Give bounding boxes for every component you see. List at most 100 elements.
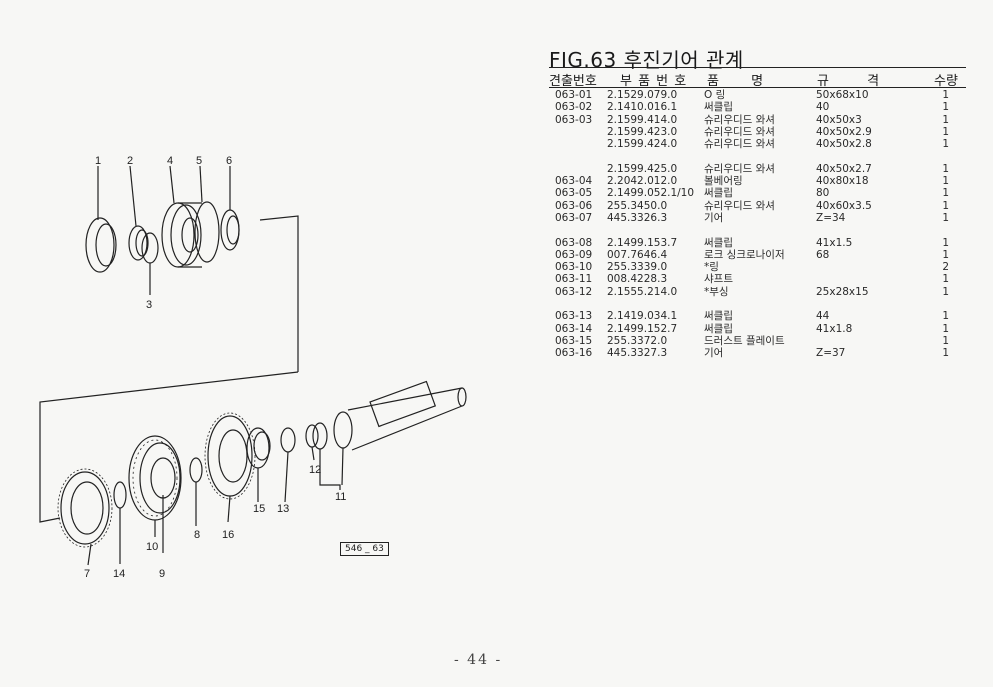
part-name: 써클립 bbox=[704, 322, 733, 335]
part-name: 슈리우디드 와셔 bbox=[704, 125, 775, 138]
callout-11: 11 bbox=[335, 491, 346, 503]
part-name: 슈리우디드 와셔 bbox=[704, 199, 775, 212]
part-number: 255.3372.0 bbox=[607, 334, 668, 347]
part-name: 써클립 bbox=[704, 310, 733, 323]
part-number: 2.1499.153.7 bbox=[607, 236, 678, 249]
callout-12: 12 bbox=[309, 464, 321, 476]
header-qty: 수량 bbox=[934, 74, 958, 89]
part-spec: Z=34 bbox=[816, 211, 846, 224]
part-name: 슈리우디드 와셔 bbox=[704, 113, 775, 126]
header-rule bbox=[549, 87, 966, 88]
callout-1: 1 bbox=[95, 155, 101, 167]
header-spec: 규 격 bbox=[817, 74, 880, 89]
part-name: 샤프트 bbox=[704, 273, 733, 286]
part-number: 008.4228.3 bbox=[607, 273, 668, 286]
part-number: 255.3339.0 bbox=[607, 261, 668, 274]
part-quantity: 2 bbox=[942, 261, 949, 274]
part-spec: 41x1.5 bbox=[816, 236, 853, 249]
item-number: 063-05 bbox=[555, 187, 593, 200]
part-spec: 40x50x2.8 bbox=[816, 138, 872, 151]
item-number: 063-08 bbox=[555, 236, 593, 249]
part-name: 써클립 bbox=[704, 236, 733, 249]
page-number: - 44 - bbox=[454, 652, 503, 668]
header-part-name: 품 명 bbox=[707, 74, 764, 89]
part-number: 2.1529.079.0 bbox=[607, 89, 678, 101]
item-number: 063-07 bbox=[555, 211, 593, 224]
part-quantity: 1 bbox=[942, 334, 949, 347]
table-row: 063-10 255.3339.0 *링 2 bbox=[549, 261, 969, 273]
part-name: 슈리우디드 와셔 bbox=[704, 138, 775, 151]
part-name: 슈리우디드 와셔 bbox=[704, 162, 775, 175]
callout-7: 7 bbox=[84, 568, 90, 580]
item-number: 063-02 bbox=[555, 101, 593, 114]
callout-9: 9 bbox=[159, 568, 165, 580]
table-row: 2.1599.425.0 슈리우디드 와셔 40x50x2.7 1 bbox=[549, 163, 969, 175]
callout-16: 16 bbox=[222, 529, 234, 541]
part-quantity: 1 bbox=[942, 285, 949, 298]
part-quantity: 1 bbox=[942, 125, 949, 138]
part-spec: 40x50x2.7 bbox=[816, 162, 872, 175]
part-spec: 40x60x3.5 bbox=[816, 199, 872, 212]
part-name: 볼베어링 bbox=[704, 175, 743, 188]
part-number: 445.3327.3 bbox=[607, 347, 668, 360]
part-name: *링 bbox=[704, 261, 719, 274]
callout-13: 13 bbox=[277, 503, 289, 515]
callout-2: 2 bbox=[127, 155, 133, 167]
title-underline bbox=[549, 67, 966, 68]
part-number: 2.1555.214.0 bbox=[607, 285, 678, 298]
diagram-labels: 1 2 4 5 6 3 12 11 15 13 8 16 10 7 14 9 bbox=[84, 155, 346, 580]
part-number: 2.1599.425.0 bbox=[607, 162, 678, 175]
item-number: 063-16 bbox=[555, 347, 593, 360]
part-spec: Z=37 bbox=[816, 347, 846, 360]
callout-6: 6 bbox=[226, 155, 232, 167]
item-number: 063-12 bbox=[555, 285, 593, 298]
part-quantity: 1 bbox=[942, 162, 949, 175]
callout-4: 4 bbox=[167, 155, 173, 167]
part-quantity: 1 bbox=[942, 248, 949, 261]
part-number: 2.1599.423.0 bbox=[607, 125, 678, 138]
part-spec: 40x80x18 bbox=[816, 175, 869, 188]
item-number: 063-01 bbox=[555, 89, 593, 101]
part-quantity: 1 bbox=[942, 187, 949, 200]
part-quantity: 1 bbox=[942, 89, 949, 101]
part-spec: 68 bbox=[816, 248, 830, 261]
part-number: 2.1419.034.1 bbox=[607, 310, 678, 323]
callout-14: 14 bbox=[113, 568, 125, 580]
part-quantity: 1 bbox=[942, 101, 949, 114]
figure-title: FIG.63 후진기어 관계 bbox=[549, 48, 744, 72]
part-number: 007.7646.4 bbox=[607, 248, 668, 261]
item-number: 063-13 bbox=[555, 310, 593, 323]
part-name: 로크 싱크로나이저 bbox=[704, 248, 785, 261]
item-number: 063-10 bbox=[555, 261, 593, 274]
part-number: 2.1499.052.1/10 bbox=[607, 187, 695, 200]
part-quantity: 1 bbox=[942, 322, 949, 335]
part-name: 기어 bbox=[704, 347, 724, 360]
part-quantity: 1 bbox=[942, 138, 949, 151]
item-number: 063-03 bbox=[555, 113, 593, 126]
part-name: 써클립 bbox=[704, 101, 733, 114]
reference-code: 546 _ 63 bbox=[340, 542, 389, 556]
part-spec: 25x28x15 bbox=[816, 285, 869, 298]
part-number: 255.3450.0 bbox=[607, 199, 668, 212]
item-number: 063-14 bbox=[555, 322, 593, 335]
row-spacer bbox=[549, 224, 969, 236]
callout-8: 8 bbox=[194, 529, 200, 541]
part-number: 2.2042.012.0 bbox=[607, 175, 678, 188]
part-name: O 링 bbox=[704, 89, 726, 101]
callout-10: 10 bbox=[146, 541, 158, 553]
exploded-diagram: 1 2 4 5 6 3 12 11 15 13 8 16 10 7 14 9 bbox=[39, 155, 467, 580]
part-spec: 50x68x10 bbox=[816, 89, 869, 101]
part-quantity: 1 bbox=[942, 236, 949, 249]
row-spacer bbox=[549, 150, 969, 162]
